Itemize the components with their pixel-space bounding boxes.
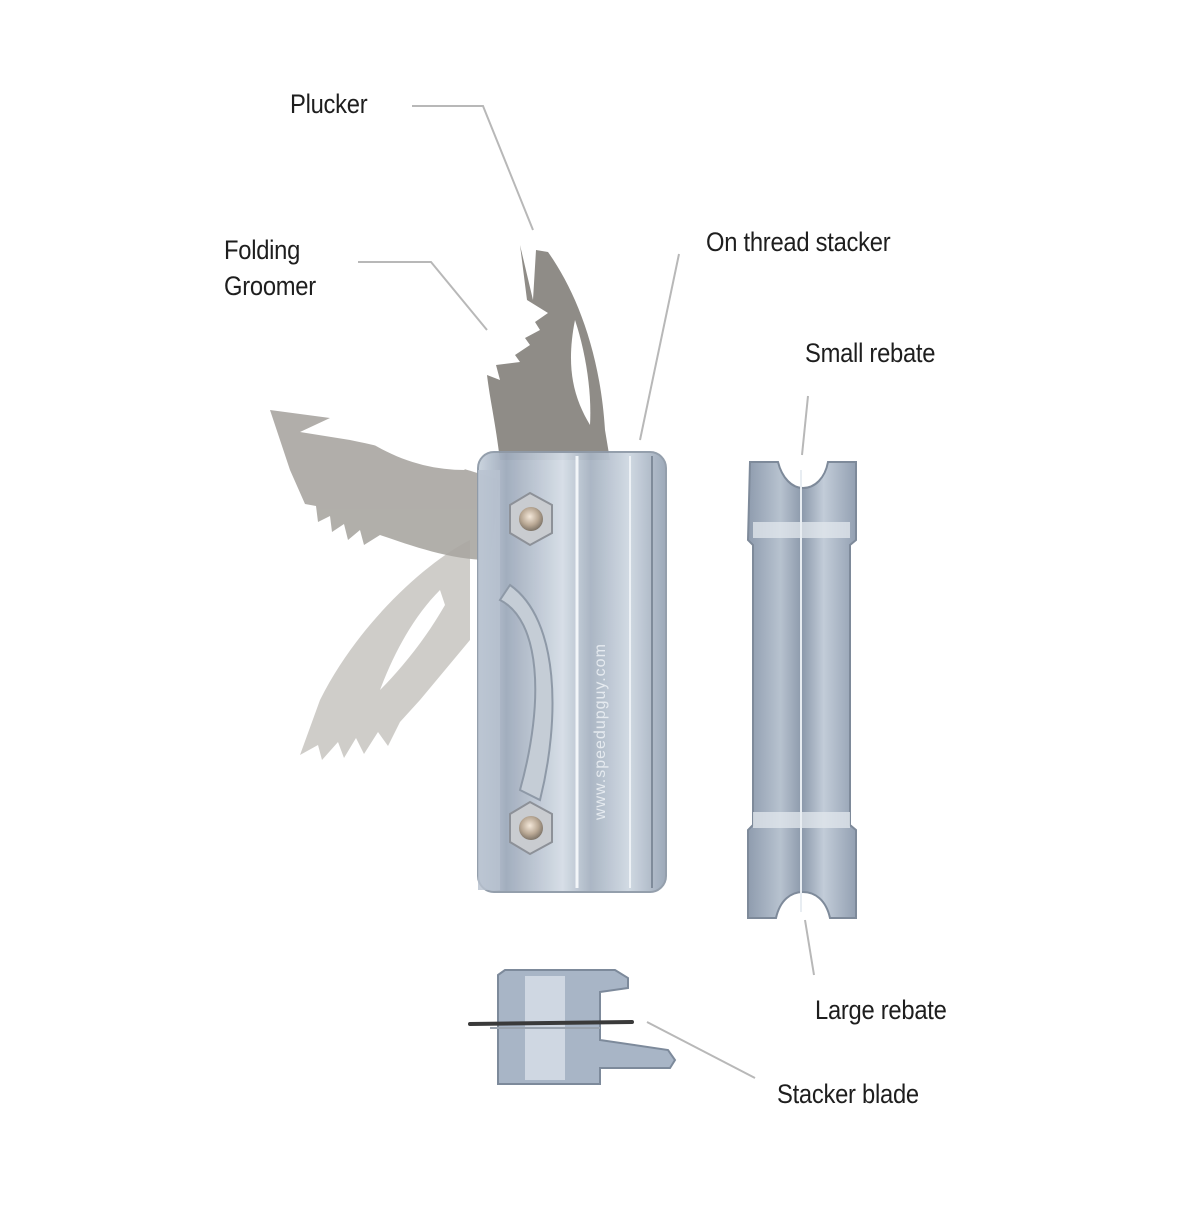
leader-folding-groomer	[358, 261, 488, 331]
label-plucker: Plucker	[290, 89, 368, 119]
label-small-rebate: Small rebate	[805, 338, 936, 368]
faded-groomer-blade	[300, 540, 470, 760]
label-on-thread-stacker: On thread stacker	[706, 227, 891, 257]
leader-small-rebate	[801, 395, 809, 456]
engraving-text: www.speedupguy.com	[592, 643, 609, 821]
label-large-rebate: Large rebate	[815, 995, 947, 1025]
main-acrylic-body: www.speedupguy.com	[477, 451, 667, 893]
horizontal-groomer-blade	[270, 410, 500, 560]
side-acrylic-piece	[746, 461, 857, 919]
leader-on-thread-stacker	[639, 253, 680, 441]
label-folding-groomer: Folding Groomer	[224, 232, 316, 304]
leader-large-rebate	[804, 919, 815, 976]
label-folding-groomer-line1: Folding	[224, 235, 301, 265]
label-stacker-blade: Stacker blade	[777, 1079, 919, 1109]
leader-stacker-blade	[646, 1021, 756, 1079]
leader-plucker	[412, 105, 534, 231]
stacker-blade-piece	[468, 969, 677, 1085]
label-folding-groomer-line2: Groomer	[224, 271, 316, 301]
leader-lines	[358, 105, 815, 1079]
plucker-groomer-blade	[487, 245, 610, 460]
